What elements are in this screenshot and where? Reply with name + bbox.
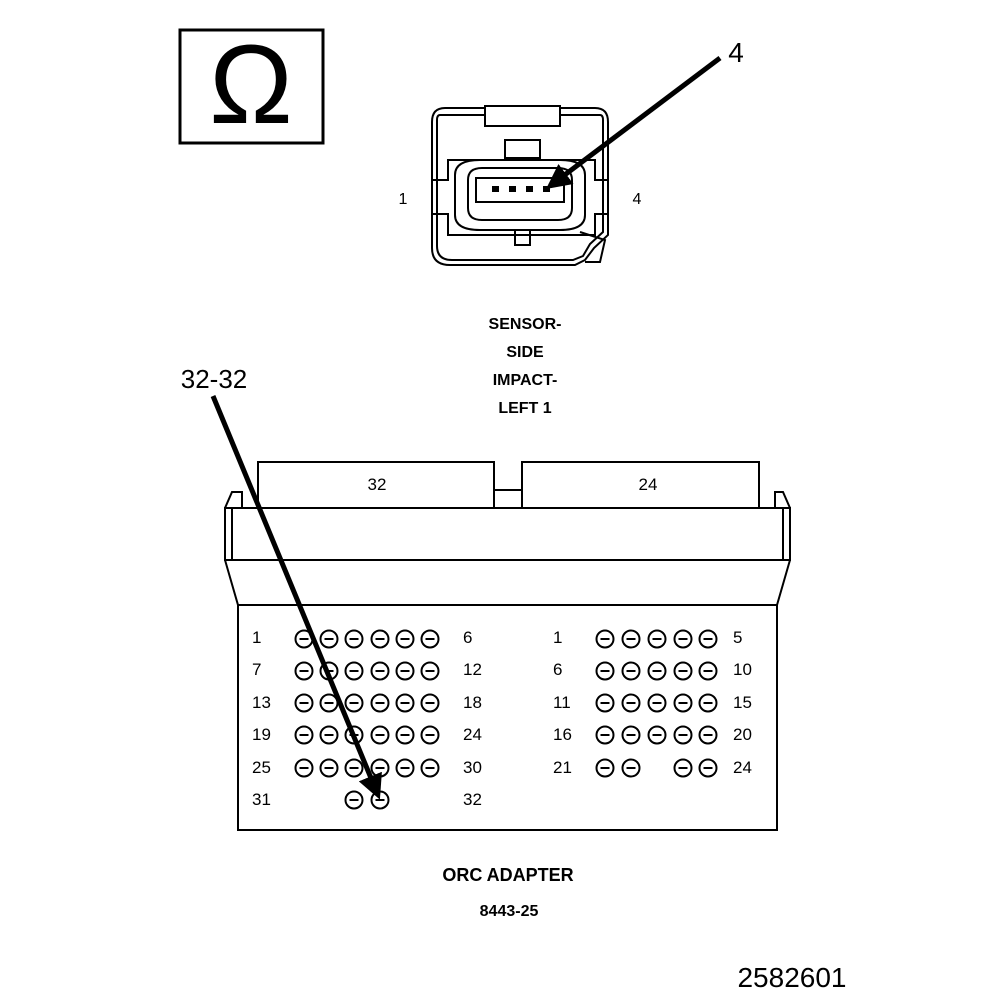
pin-cavity-left-6 <box>420 629 440 649</box>
pin-cavity-right-24 <box>698 758 718 778</box>
pin-cavity-left-18 <box>420 693 440 713</box>
callout-arrow-4 <box>546 56 722 190</box>
pin-cavity-left-16 <box>370 693 390 713</box>
left-row-3-start: 13 <box>252 693 271 712</box>
pin-cavity-right-16 <box>595 725 615 745</box>
left-row-4-end: 24 <box>463 725 482 744</box>
left-row-2-start: 7 <box>252 660 261 679</box>
pin-cavity-right-21 <box>595 758 615 778</box>
right-row-2-end: 10 <box>733 660 752 679</box>
sensor-pin-4-label: 4 <box>633 191 642 208</box>
sensor-title-line-4: LEFT 1 <box>498 400 551 417</box>
pin-cavity-left-17 <box>395 693 415 713</box>
left-row-3-end: 18 <box>463 693 482 712</box>
pin-cavity-right-12 <box>621 693 641 713</box>
right-row-1-start: 1 <box>553 628 562 647</box>
left-row-5-start: 25 <box>252 758 271 777</box>
adapter-block-24-label: 24 <box>639 475 658 494</box>
pin-cavity-right-14 <box>673 693 693 713</box>
pin-cavity-right-4 <box>673 629 693 649</box>
left-row-2-end: 12 <box>463 660 482 679</box>
pin-cavity-right-17 <box>621 725 641 745</box>
pin-cavity-right-5 <box>698 629 718 649</box>
sensor-connector <box>431 105 609 266</box>
callout-pin-4: 4 <box>728 37 744 68</box>
pin-cavity-left-7 <box>294 661 314 681</box>
sensor-title-line-2: SIDE <box>506 344 544 361</box>
right-row-3-end: 15 <box>733 693 752 712</box>
right-row-3-start: 11 <box>553 693 571 712</box>
pin-cavity-left-27 <box>344 758 364 778</box>
sensor-title: SENSOR- SIDE IMPACT- LEFT 1 <box>489 316 562 417</box>
left-row-1-end: 6 <box>463 628 472 647</box>
pin-cavity-left-10 <box>370 661 390 681</box>
left-row-labels: 1 6 7 12 13 18 19 24 25 30 31 32 <box>252 628 482 809</box>
left-row-6-end: 32 <box>463 790 482 809</box>
pin-cavity-right-11 <box>595 693 615 713</box>
pin-cavity-right-13 <box>647 693 667 713</box>
pin-cavity-right-15 <box>698 693 718 713</box>
pin-cavity-left-23 <box>395 725 415 745</box>
pin-cavity-left-12 <box>420 661 440 681</box>
right-row-4-end: 20 <box>733 725 752 744</box>
pin-cavity-right-1 <box>595 629 615 649</box>
pin-cavity-left-11 <box>395 661 415 681</box>
pin-cavity-left-30 <box>420 758 440 778</box>
left-row-5-end: 30 <box>463 758 482 777</box>
pin-cavity-left-2 <box>319 629 339 649</box>
pin-cavity-left-28 <box>370 758 390 778</box>
pin-cavity-right-6 <box>595 661 615 681</box>
right-row-1-end: 5 <box>733 628 742 647</box>
adapter-block-32-label: 32 <box>368 475 387 494</box>
ohm-symbol-box: Ω <box>178 22 325 147</box>
orc-adapter-body <box>224 461 791 831</box>
sensor-pin-1-label: 1 <box>399 191 408 208</box>
right-row-4-start: 16 <box>553 725 572 744</box>
left-row-4-start: 19 <box>252 725 271 744</box>
pin-cavity-right-7 <box>621 661 641 681</box>
right-row-5-end: 24 <box>733 758 752 777</box>
pin-cavity-left-26 <box>319 758 339 778</box>
pin-cavity-right-8 <box>647 661 667 681</box>
pin-cavity-right-3 <box>647 629 667 649</box>
right-pin-cavities <box>595 629 718 778</box>
pin-cavity-left-15 <box>344 693 364 713</box>
pin-cavity-right-22 <box>621 758 641 778</box>
pin-cavity-right-18 <box>647 725 667 745</box>
right-row-labels: 1 5 6 10 11 15 16 20 21 24 <box>553 628 752 777</box>
pin-cavity-right-10 <box>698 661 718 681</box>
pin-cavity-right-20 <box>698 725 718 745</box>
ohm-icon: Ω <box>209 22 293 147</box>
pin-cavity-left-25 <box>294 758 314 778</box>
pin-cavity-right-19 <box>673 725 693 745</box>
left-row-6-start: 31 <box>252 790 271 809</box>
pin-cavity-left-9 <box>344 661 364 681</box>
pin-cavity-left-5 <box>395 629 415 649</box>
pin-cavity-left-31 <box>344 790 364 810</box>
pin-cavity-left-24 <box>420 725 440 745</box>
right-row-2-start: 6 <box>553 660 562 679</box>
figure-number: 2582601 <box>737 962 846 993</box>
adapter-part-number: 8443-25 <box>480 903 539 920</box>
pin-cavity-left-3 <box>344 629 364 649</box>
callout-arrow-32-32 <box>210 395 382 800</box>
pin-cavity-left-4 <box>370 629 390 649</box>
left-pin-cavities <box>294 629 440 810</box>
sensor-title-line-3: IMPACT- <box>493 372 558 389</box>
pin-cavity-right-23 <box>673 758 693 778</box>
right-row-5-start: 21 <box>553 758 572 777</box>
pin-cavity-left-13 <box>294 693 314 713</box>
pin-cavity-right-2 <box>621 629 641 649</box>
pin-cavity-left-19 <box>294 725 314 745</box>
callout-pin-32-32: 32-32 <box>181 364 248 394</box>
left-row-1-start: 1 <box>252 628 261 647</box>
pin-cavity-left-20 <box>319 725 339 745</box>
sensor-title-line-1: SENSOR- <box>489 316 562 333</box>
pin-cavity-left-22 <box>370 725 390 745</box>
pin-cavity-left-29 <box>395 758 415 778</box>
pin-cavity-right-9 <box>673 661 693 681</box>
adapter-name: ORC ADAPTER <box>442 865 573 885</box>
